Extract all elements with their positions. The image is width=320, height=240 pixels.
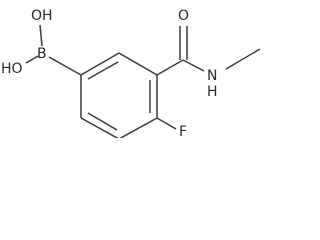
bond-ring-fluorine <box>156 117 177 130</box>
structure-diagram: OH HO B O N H F <box>1 8 261 138</box>
benzene-ring <box>80 52 158 138</box>
fluoro-group: F <box>156 117 187 138</box>
ring-bond-c5-c6 <box>80 117 119 138</box>
boronic-acid-group: OH HO B <box>1 8 82 77</box>
nitrogen-hydrogen-label: H <box>207 84 218 100</box>
hydroxyl-left-label: HO <box>1 61 23 77</box>
ring-bond-c1-c2 <box>80 52 120 76</box>
oxygen-label: O <box>178 8 189 24</box>
bond-boron-oh-left <box>25 55 39 64</box>
fluorine-label: F <box>179 124 187 138</box>
ring-bond-c2-c3 <box>118 52 158 76</box>
bond-carbonyl-nitrogen <box>182 59 205 72</box>
bond-nitrogen-methyl <box>225 48 261 70</box>
ring-bond-c4-c5 <box>119 117 158 138</box>
bond-boron-oh-top <box>39 24 43 47</box>
ring-inner-bond-c <box>87 112 118 131</box>
bond-ring-carbonyl <box>156 59 184 76</box>
hydroxyl-top-label: OH <box>31 8 53 24</box>
bond-ring-boron <box>48 56 82 76</box>
boron-label: B <box>37 46 47 62</box>
amide-group: O N H <box>156 8 261 100</box>
nitrogen-label: N <box>207 68 217 84</box>
ring-inner-bond-a <box>87 61 119 80</box>
